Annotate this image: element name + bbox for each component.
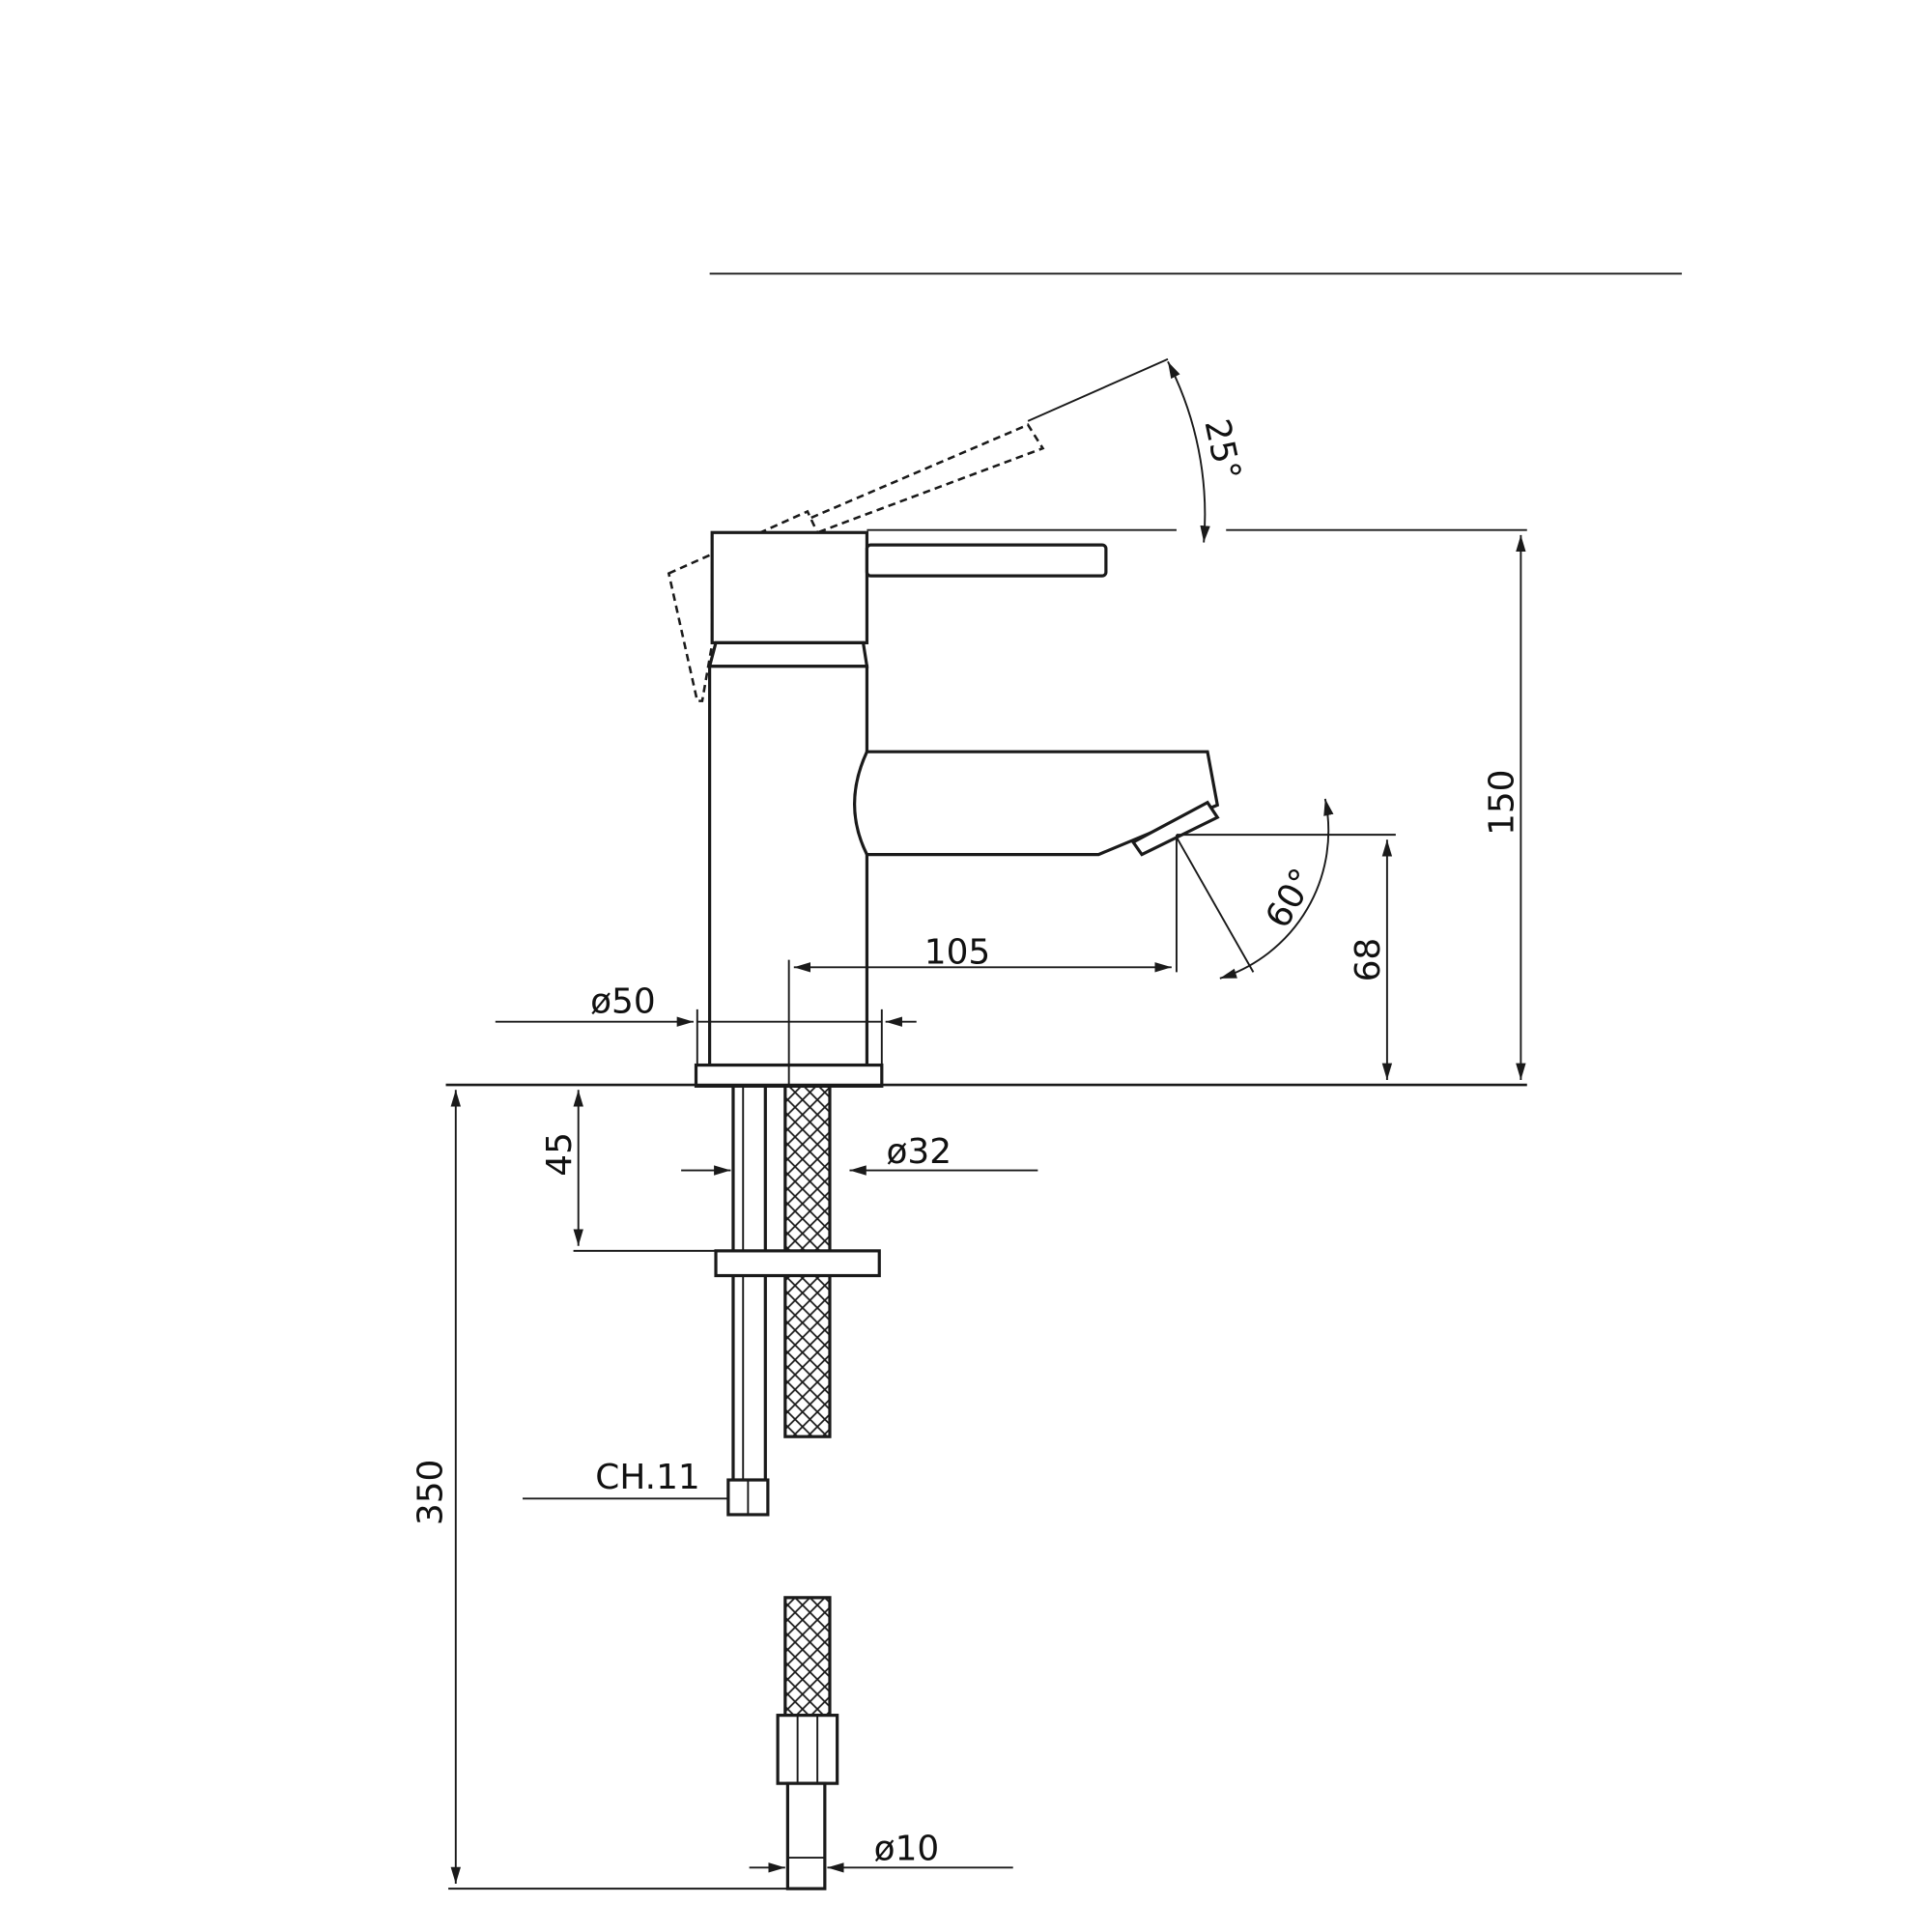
spout [853, 750, 1220, 857]
shank-diameter-label: ø32 [886, 1132, 952, 1172]
collar [707, 640, 869, 668]
nut-size-label: CH.11 [595, 1458, 699, 1497]
spout-height-label: 68 [1349, 938, 1388, 982]
total-height-label: 150 [1483, 770, 1522, 836]
hose-fitting [776, 1714, 839, 1785]
base-diameter-label: ø50 [590, 982, 656, 1022]
aerator [1130, 800, 1220, 857]
lever-cartridge-cap [710, 530, 869, 644]
dimension-labels: 25° 150 68 105 60° ø50 ø32 45 CH.11 ø10 … [412, 415, 1522, 1868]
hose-connector-pipe [785, 1781, 827, 1890]
deck-thickness-label: 45 [540, 1132, 580, 1177]
lever-angle-label: 25° [1196, 415, 1247, 484]
braided-hose-lower [783, 1596, 832, 1718]
spout-angle-label: 60° [1259, 862, 1323, 935]
hose-length-label: 350 [412, 1460, 451, 1525]
spout-reach-label: 105 [924, 932, 990, 972]
connector-diameter-label: ø10 [874, 1830, 940, 1869]
dimension-lines [448, 357, 1527, 1890]
fixing-nut-plate [714, 1249, 881, 1278]
installation-kit [714, 1084, 881, 1890]
threaded-rod [731, 1084, 767, 1482]
faucet-body [694, 530, 1220, 1088]
lever-handle [865, 543, 1108, 578]
